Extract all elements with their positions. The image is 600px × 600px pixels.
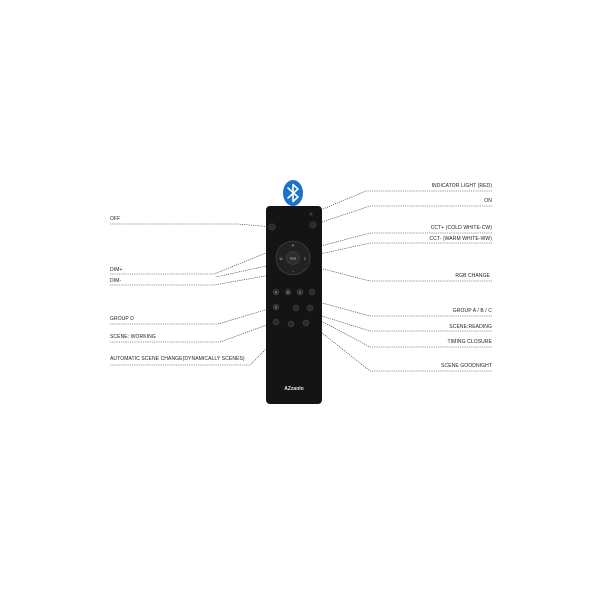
group-b-label: B [287, 291, 290, 295]
leader-off [110, 223, 273, 228]
bluetooth-icon [283, 180, 303, 206]
remote-control: + - W C RGB A B C D AZzanlo [266, 206, 322, 404]
label-cct-plus: CCT+ (COLD WHITE-CW) [430, 225, 492, 231]
leader-goodnight [311, 324, 492, 372]
group-d-button [272, 303, 280, 311]
auto-scene-button [287, 320, 295, 328]
timing-button [306, 304, 314, 312]
off-button [268, 223, 276, 231]
label-dim-minus: DIM- [110, 278, 122, 284]
brand-logo: AZzanlo [284, 386, 303, 392]
leader-dim-plus [110, 243, 289, 275]
group-a-label: A [275, 291, 278, 295]
group-a-button [272, 288, 280, 296]
label-on: ON [484, 198, 492, 204]
leader-scene-reading [295, 307, 492, 332]
nav-center-label: RGB [290, 257, 297, 261]
nav-top-label: + [292, 243, 295, 249]
group-extra-button [308, 288, 316, 296]
leader-timing [309, 314, 492, 348]
group-c-button [296, 288, 304, 296]
group-b-button [284, 288, 292, 296]
group-d-label: D [275, 306, 278, 310]
leader-cct-plus [305, 232, 492, 251]
label-group-d: GROUP D [110, 316, 134, 322]
leader-cct-minus [215, 242, 492, 278]
nav-bottom-label: - [292, 269, 294, 275]
nav-left-label: W [279, 257, 282, 261]
scene-working-button [272, 318, 280, 326]
label-scene-working: SCENE: WORKING [110, 334, 156, 340]
label-dim-plus: DIM+ [110, 267, 123, 273]
label-scene-goodnight: SCENE GOODNIGHT [441, 363, 492, 369]
leader-rgb [295, 261, 492, 282]
nav-right-label: C [304, 257, 307, 261]
scene-reading-button [292, 304, 300, 312]
label-indicator-light: INDICATOR LIGHT (RED) [431, 183, 492, 189]
leader-group-d [110, 306, 276, 325]
indicator-light [309, 212, 313, 216]
nav-center-button [286, 251, 300, 265]
label-rgb-change: RGB CHANGE [455, 273, 490, 279]
leader-dim-minus [110, 271, 289, 286]
label-timing-closure: TIMING CLOSURE [447, 339, 492, 345]
leader-indicator [315, 190, 492, 213]
label-scene-reading: SCENE:READING [449, 324, 492, 330]
group-c-label: C [299, 291, 302, 295]
leader-scene-working [110, 321, 276, 343]
bluetooth-glyph [287, 183, 299, 203]
remote-face: + - W C RGB A B C D AZzanlo [268, 212, 317, 392]
on-button [309, 221, 317, 229]
label-cct-minus: CCT- (WARM WHITE-WW) [429, 236, 492, 242]
leader-auto-scene [110, 324, 291, 366]
label-off: OFF [110, 216, 121, 222]
label-auto-scene: AUTOMATIC SCENE CHANGE(DYNAMICALLY SCENE… [110, 356, 245, 362]
scene-goodnight-button [302, 319, 310, 327]
leader-on [315, 205, 492, 225]
label-group-abc: GROUP A / B / C [452, 308, 492, 314]
